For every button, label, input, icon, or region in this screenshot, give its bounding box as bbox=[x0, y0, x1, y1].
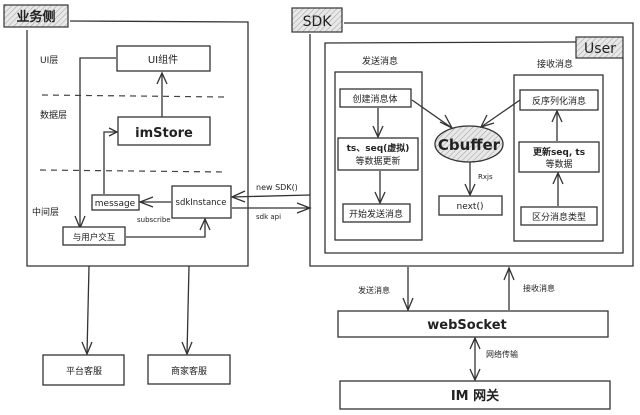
im-gateway-node bbox=[339, 380, 611, 410]
business-side-panel: 业务侧 UI层 数据层 中间层 UI组件 imStore message sdk… bbox=[3, 4, 249, 267]
cbuffer-node bbox=[434, 125, 504, 163]
layer-divider bbox=[41, 94, 227, 98]
im-gateway-label: IM 网关 bbox=[451, 388, 499, 404]
next-label: next() bbox=[457, 202, 484, 212]
platform-customer-service-label: 平台客服 bbox=[66, 365, 102, 377]
sdk-instance-label: sdkInstance bbox=[176, 198, 227, 208]
update-ts-seq-label-line2: 等数据更新 bbox=[355, 155, 400, 167]
new-sdk-label: new SDK() bbox=[256, 183, 298, 192]
update-ts-seq-label-line1: ts、seq(虚拟) bbox=[347, 142, 410, 154]
layer-label-data: 数据层 bbox=[40, 109, 67, 121]
user-title: User bbox=[584, 41, 616, 57]
websocket-node bbox=[337, 310, 609, 338]
receive-group-title: 接收消息 bbox=[537, 58, 573, 70]
user-title-tab bbox=[575, 36, 624, 59]
start-sending-label: 开始发送消息 bbox=[349, 208, 403, 220]
im-store-label: imStore bbox=[135, 126, 193, 141]
sdk-title-tab bbox=[291, 7, 343, 33]
merchant-customer-service-node bbox=[147, 354, 231, 385]
ui-component-label: UI组件 bbox=[148, 53, 178, 66]
update-ts-seq-node bbox=[337, 137, 419, 171]
layer-label-ui: UI层 bbox=[40, 55, 58, 66]
arrow-head bbox=[156, 71, 168, 85]
sdk-api-label: sdk api bbox=[256, 213, 281, 221]
layer-divider bbox=[39, 169, 227, 173]
sdk-panel: SDK User 发送消息 创建消息体 ts、seq(虚拟) 等数据更新 开始发… bbox=[291, 7, 634, 267]
sdk-title: SDK bbox=[303, 14, 333, 30]
sdk-instance-node bbox=[171, 185, 232, 219]
websocket-label: webSocket bbox=[427, 318, 506, 333]
business-side-title: 业务侧 bbox=[16, 9, 55, 25]
create-message-body-node bbox=[339, 88, 412, 108]
receive-message-label: 接收消息 bbox=[523, 283, 555, 293]
layer-label-middle: 中间层 bbox=[32, 206, 59, 218]
update-seq-ts-label-line1: 更新seq, ts bbox=[533, 146, 585, 158]
user-interaction-node bbox=[62, 226, 126, 246]
update-seq-ts-node bbox=[518, 141, 600, 173]
classify-message-type-label: 区分消息类型 bbox=[532, 211, 586, 223]
cbuffer-label: Cbuffer bbox=[438, 136, 501, 154]
user-interaction-label: 与用户交互 bbox=[73, 232, 116, 243]
network-transmission-label: 网络传输 bbox=[486, 349, 518, 359]
ui-component-node bbox=[116, 45, 211, 72]
subscribe-label: subscribe bbox=[137, 216, 171, 224]
classify-message-type-node bbox=[520, 206, 598, 226]
start-sending-node bbox=[342, 203, 411, 223]
send-message-label: 发送消息 bbox=[358, 285, 390, 295]
next-node bbox=[438, 195, 503, 216]
platform-customer-service-node bbox=[42, 354, 125, 386]
message-label: message bbox=[95, 199, 136, 209]
rxjs-label: Rxjs bbox=[478, 173, 493, 181]
business-side-title-tab bbox=[3, 4, 69, 28]
update-seq-ts-label-line2: 等数据 bbox=[545, 158, 572, 170]
deserialize-message-label: 反序列化消息 bbox=[532, 95, 586, 107]
merchant-customer-service-label: 商家客服 bbox=[171, 365, 207, 377]
message-node bbox=[91, 194, 140, 211]
send-group-title: 发送消息 bbox=[362, 55, 398, 67]
im-store-node bbox=[117, 116, 211, 146]
create-message-body-label: 创建消息体 bbox=[352, 93, 397, 105]
